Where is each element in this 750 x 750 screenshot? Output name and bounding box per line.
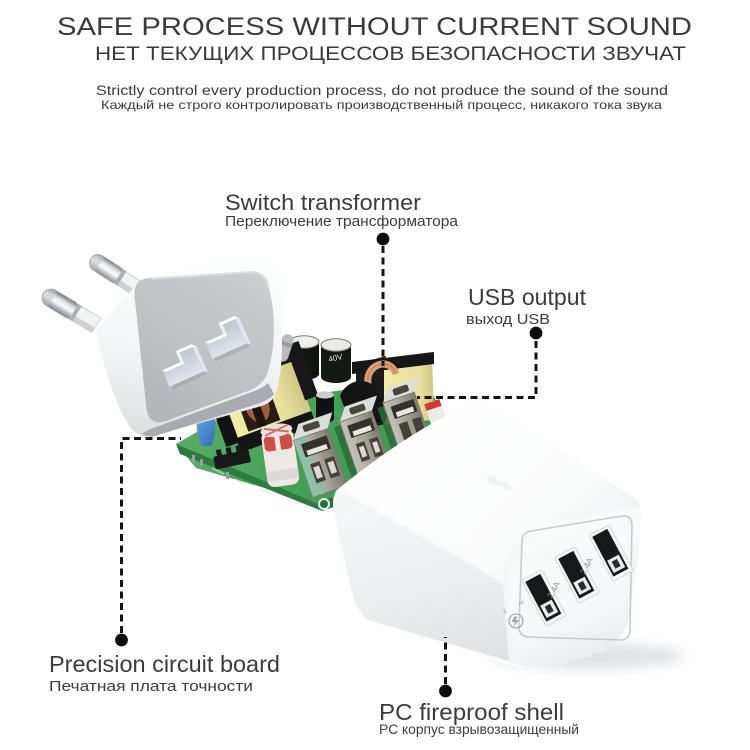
svg-text:USB output: USB output: [468, 284, 587, 310]
svg-text:выход USB: выход USB: [466, 311, 550, 328]
svg-text:Переключение трансформатора: Переключение трансформатора: [225, 213, 459, 230]
svg-text:Precision circuit board: Precision circuit board: [49, 651, 280, 677]
svg-text:TM: TM: [517, 599, 525, 607]
svg-text:Печатная плата точности: Печатная плата точности: [49, 678, 253, 695]
svg-text:Каждый не строго контролироват: Каждый не строго контролировать производ…: [101, 98, 662, 112]
svg-text:Switch transformer: Switch transformer: [225, 190, 421, 215]
svg-text:Strictly control every product: Strictly control every production proces…: [96, 82, 668, 98]
svg-text:PC корпус взрывозащищенный: PC корпус взрывозащищенный: [379, 721, 579, 737]
svg-text:3: 3: [502, 609, 508, 616]
svg-text:НЕТ ТЕКУЩИХ ПРОЦЕССОВ БЕЗОПАСН: НЕТ ТЕКУЩИХ ПРОЦЕССОВ БЕЗОПАСНОСТИ ЗВУЧА…: [95, 44, 686, 65]
svg-text:PC fireproof shell: PC fireproof shell: [379, 699, 564, 725]
svg-text:SAFE PROCESS WITHOUT CURRENT S: SAFE PROCESS WITHOUT CURRENT SOUND: [57, 13, 692, 41]
svg-text:40V: 40V: [328, 352, 344, 364]
